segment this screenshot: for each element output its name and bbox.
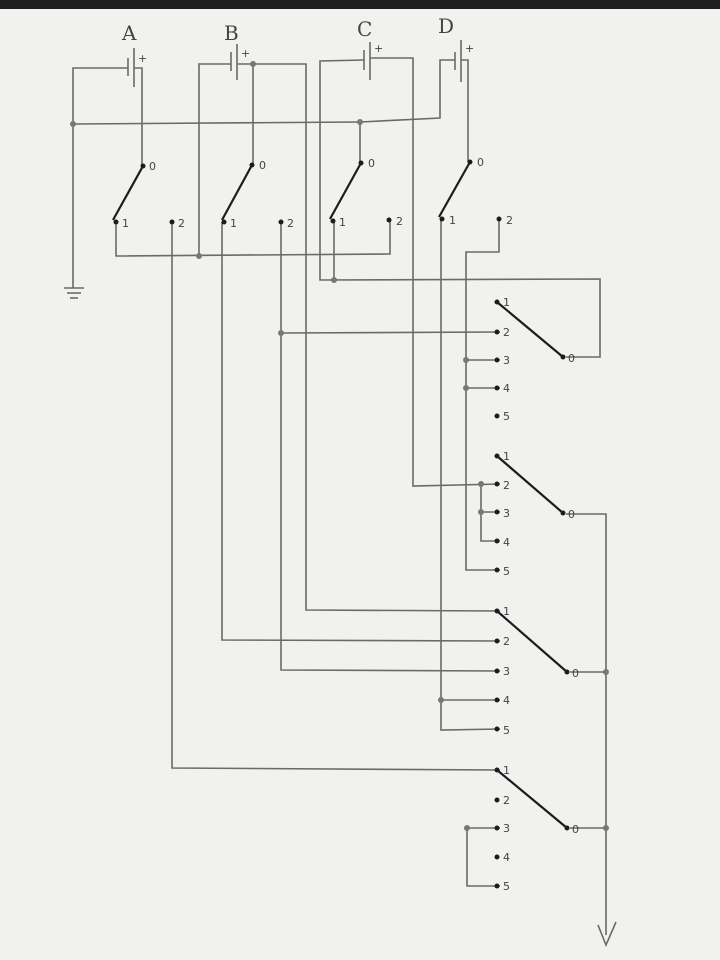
svg-text:2: 2 — [287, 217, 294, 230]
svg-text:3: 3 — [503, 822, 510, 835]
svg-text:4: 4 — [503, 851, 510, 864]
junction-dots — [70, 61, 609, 831]
battery-label-b: B — [224, 21, 239, 45]
svg-text:2: 2 — [178, 217, 185, 230]
svg-text:4: 4 — [503, 536, 510, 549]
svg-text:+: + — [241, 47, 250, 60]
svg-text:+: + — [465, 42, 474, 55]
battery-c: + — [363, 42, 383, 80]
ground-icon — [64, 287, 84, 299]
svg-text:1: 1 — [503, 296, 510, 309]
svg-text:0: 0 — [368, 157, 375, 170]
rotary-switch-4: 1 2 3 4 5 0 — [494, 764, 579, 893]
svg-text:5: 5 — [503, 724, 510, 737]
toggle-switch-a: 0 1 2 — [112, 160, 185, 230]
wires — [72, 57, 607, 935]
svg-text:+: + — [138, 52, 147, 65]
svg-text:4: 4 — [503, 694, 510, 707]
svg-text:0: 0 — [568, 508, 575, 521]
svg-text:0: 0 — [259, 159, 266, 172]
svg-text:3: 3 — [503, 665, 510, 678]
battery-label-c: C — [357, 17, 372, 41]
svg-text:3: 3 — [503, 354, 510, 367]
svg-text:1: 1 — [122, 217, 129, 230]
battery-b: + — [230, 44, 250, 80]
battery-label-d: D — [438, 14, 454, 38]
toggle-switch-b: 0 1 2 — [221, 159, 294, 230]
svg-text:0: 0 — [568, 352, 575, 365]
svg-text:4: 4 — [503, 382, 510, 395]
svg-text:0: 0 — [572, 823, 579, 836]
svg-text:1: 1 — [503, 605, 510, 618]
toggle-switch-d: 0 1 2 — [438, 156, 513, 227]
svg-text:2: 2 — [396, 215, 403, 228]
svg-text:5: 5 — [503, 880, 510, 893]
svg-text:0: 0 — [149, 160, 156, 173]
svg-text:5: 5 — [503, 410, 510, 423]
svg-text:1: 1 — [503, 450, 510, 463]
svg-text:+: + — [374, 42, 383, 55]
svg-text:2: 2 — [506, 214, 513, 227]
battery-label-a: A — [121, 21, 137, 45]
rotary-switch-3: 1 2 3 4 5 0 — [494, 605, 579, 737]
toggle-switch-c: 0 1 2 — [329, 157, 403, 229]
svg-text:2: 2 — [503, 794, 510, 807]
output-arrow-icon — [597, 921, 617, 948]
svg-text:2: 2 — [503, 326, 510, 339]
svg-text:1: 1 — [339, 216, 346, 229]
svg-text:1: 1 — [230, 217, 237, 230]
svg-text:3: 3 — [503, 507, 510, 520]
svg-text:0: 0 — [572, 667, 579, 680]
svg-text:2: 2 — [503, 635, 510, 648]
svg-text:2: 2 — [503, 479, 510, 492]
rotary-switch-1: 1 2 3 4 5 0 — [494, 296, 575, 423]
svg-text:5: 5 — [503, 565, 510, 578]
svg-text:1: 1 — [449, 214, 456, 227]
svg-text:1: 1 — [503, 764, 510, 777]
photo-top-edge — [0, 0, 720, 9]
rotary-switch-2: 1 2 3 4 5 0 — [494, 450, 575, 578]
battery-d: + — [454, 40, 474, 82]
svg-text:0: 0 — [477, 156, 484, 169]
